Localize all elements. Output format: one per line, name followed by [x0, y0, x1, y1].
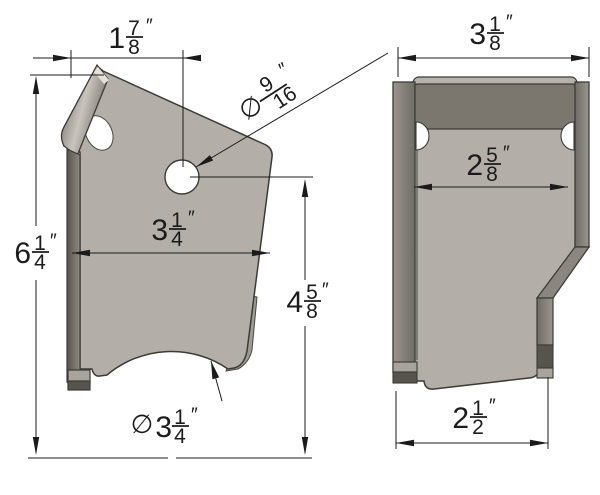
- dim-numerator: 1: [171, 209, 183, 232]
- dim-denominator: 2: [472, 416, 484, 439]
- dim-side-top-width: 3 1 8 ″: [397, 12, 590, 77]
- dim-front-arc-dia: ∅ 3 1 4 ″: [131, 360, 223, 448]
- dim-numerator: 5: [306, 281, 318, 304]
- dim-numerator: 7: [128, 17, 140, 40]
- dim-denominator: 8: [486, 163, 498, 186]
- dim-unit: ″: [191, 405, 198, 426]
- diameter-symbol: ∅: [131, 409, 154, 439]
- dim-denominator: 4: [171, 228, 183, 251]
- dim-front-top-offset: 1 7 8 ″: [33, 16, 201, 167]
- dim-denominator: 8: [128, 36, 140, 59]
- side-right-rail: [574, 81, 590, 248]
- side-top-flange: [412, 83, 578, 130]
- dim-numerator: 1: [489, 13, 501, 36]
- front-flange-foot-shadow: [67, 380, 91, 391]
- side-view: [392, 76, 591, 390]
- dim-whole: 6: [14, 237, 31, 270]
- front-left-flange-strip: [66, 148, 81, 383]
- dim-unit: ″: [322, 280, 329, 301]
- front-view: [60, 63, 273, 391]
- dim-whole: 3: [469, 18, 486, 51]
- dim-side-bottom-width: 2 1 2 ″: [395, 377, 549, 449]
- side-right-foot-shadow: [536, 344, 554, 369]
- dim-unit: ″: [188, 208, 195, 229]
- dim-unit: ″: [503, 143, 510, 164]
- side-left-rail-foot-shadow: [392, 371, 418, 384]
- side-left-rail-foot: [392, 361, 418, 373]
- dim-whole: 4: [286, 286, 303, 319]
- side-left-rail: [392, 81, 416, 373]
- dim-unit: ″: [489, 396, 496, 417]
- side-right-foot: [536, 367, 554, 379]
- dim-front-width: 3 1 4 ″: [72, 208, 270, 257]
- dim-numerator: 1: [34, 232, 46, 255]
- dim-unit: ″: [50, 231, 57, 252]
- side-right-lower-strip: [536, 297, 554, 346]
- dim-whole: 3: [151, 214, 168, 247]
- dim-front-hole-to-bottom: 4 5 8 ″: [190, 176, 329, 455]
- dim-denominator: 4: [34, 251, 46, 274]
- dim-unit: ″: [506, 12, 513, 33]
- dim-side-inner-width: 2 5 8 ″: [414, 143, 568, 191]
- dim-whole: 2: [466, 149, 483, 182]
- dim-denominator: 4: [174, 425, 186, 448]
- dim-front-hole-dia: ∅ 9 16 ″: [195, 52, 389, 168]
- dim-whole: 2: [452, 402, 469, 435]
- dim-numerator: 5: [486, 144, 498, 167]
- dim-denominator: 8: [489, 32, 501, 55]
- dim-unit: ″: [275, 59, 292, 80]
- side-notch-left: [415, 121, 430, 151]
- side-notch-right: [560, 121, 575, 151]
- dim-whole: 3: [155, 411, 172, 444]
- diameter-symbol: ∅: [233, 89, 268, 126]
- dim-denominator: 8: [306, 300, 318, 323]
- dim-whole: 1: [108, 22, 125, 55]
- dim-numerator: 1: [472, 397, 484, 420]
- dim-front-height: 6 1 4 ″: [14, 74, 312, 459]
- dim-numerator: 1: [174, 406, 186, 429]
- dim-unit: ″: [146, 16, 153, 37]
